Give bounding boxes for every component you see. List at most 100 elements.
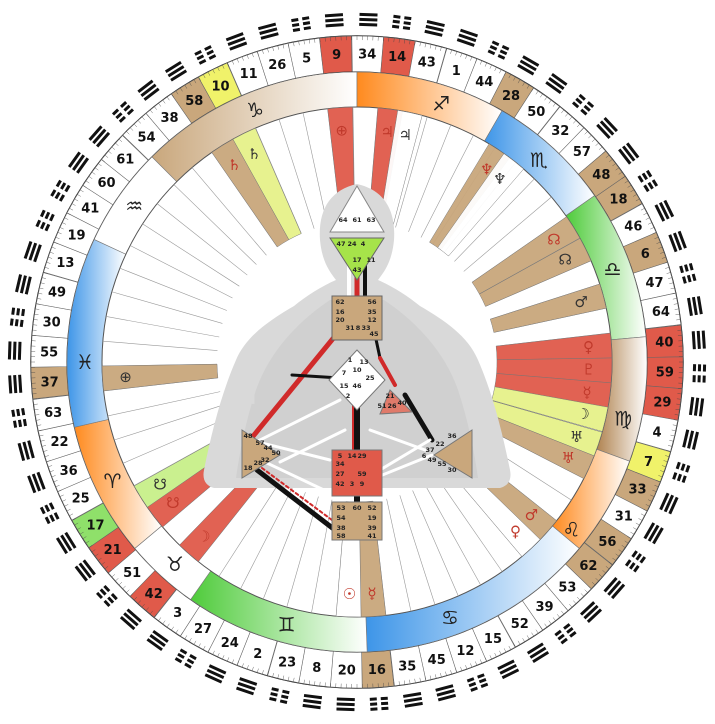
bodygraph-gate-number: 42 [335, 480, 344, 488]
hexagram-icon [336, 697, 355, 712]
hexagram-icon [55, 531, 77, 555]
hexagram-icon [497, 659, 520, 680]
bodygraph-gate-number: 57 [255, 439, 264, 447]
gate-number: 16 [368, 663, 386, 678]
hexagram-icon [672, 461, 691, 483]
ego-center [379, 389, 414, 415]
bodygraph-gate-number: 14 [347, 452, 357, 460]
hexagram-icon [269, 687, 290, 704]
zodiac-sign-icon: ♊ [278, 613, 296, 637]
bodygraph-gate-number: 56 [367, 298, 377, 306]
bodygraph-gate-number: 51 [377, 402, 387, 410]
bodygraph-gate-number: 28 [253, 459, 263, 467]
hexagram-icon [225, 32, 248, 51]
planet-ray [232, 127, 302, 241]
bodygraph-gate-number: 15 [339, 382, 349, 390]
hexagram-icon [692, 364, 707, 383]
gate-number: 25 [72, 491, 90, 506]
gate-number: 4 [652, 425, 661, 440]
planet-symbol-icon: ☋ [153, 476, 166, 494]
bodygraph-gate-number: 18 [243, 464, 253, 472]
bodygraph-gate-number: 21 [385, 392, 395, 400]
hexagram-icon [35, 209, 55, 232]
planet-symbol-icon: ♅ [562, 449, 575, 467]
gate-number: 36 [60, 464, 78, 479]
hexagram-icon [146, 629, 169, 652]
gate-number: 58 [185, 94, 203, 109]
hexagram-icon [580, 601, 603, 623]
hexagram-icon [291, 16, 312, 32]
gate-number: 42 [145, 587, 163, 602]
bodygraph-gate-number: 34 [335, 460, 345, 468]
bodygraph-gate-number: 3 [350, 480, 355, 488]
hexagram-icon [596, 116, 618, 139]
bodygraph-gate-number: 25 [365, 374, 375, 382]
gate-number: 64 [652, 305, 670, 320]
gate-number: 11 [240, 67, 258, 82]
zodiac-sign-icon: ♍ [614, 407, 632, 431]
hexagram-icon [27, 471, 46, 494]
hexagram-icon [603, 576, 626, 600]
gate-number: 19 [67, 228, 85, 243]
hexagram-icon [257, 22, 279, 40]
bodygraph-gate-number: 13 [359, 358, 368, 366]
bodygraph-gate-number: 8 [356, 324, 361, 332]
hexagram-icon [624, 550, 647, 573]
gate-number: 13 [56, 256, 74, 271]
planet-ray [479, 237, 592, 307]
hexagram-icon [119, 608, 143, 631]
bodygraph-gate-number: 22 [435, 440, 444, 448]
hexagram-icon [236, 677, 258, 696]
gate-number: 59 [656, 366, 674, 381]
planet-symbol-icon: ☊ [558, 251, 571, 269]
gate-number: 60 [98, 176, 116, 191]
bodygraph-gate-number: 26 [387, 402, 397, 410]
hexagram-icon [391, 14, 412, 31]
gate-number: 10 [211, 79, 229, 94]
gate-number: 61 [116, 153, 134, 168]
bodygraph-gate-number: 61 [352, 216, 362, 224]
gate-number: 12 [456, 644, 474, 659]
gate-number: 54 [138, 131, 156, 146]
bodygraph-gate-number: 7 [342, 369, 347, 377]
hexagram-icon [174, 648, 197, 669]
planet-symbol-icon: ⊕ [335, 122, 348, 140]
gate-number: 50 [527, 105, 545, 120]
zodiac-sign-icon: ♑ [246, 98, 264, 122]
zodiac-sign-icon: ♌ [562, 517, 580, 541]
gate-number: 30 [43, 315, 61, 330]
gate-number: 37 [41, 375, 59, 390]
hexagram-icon [7, 341, 22, 360]
hexagram-icon [302, 693, 323, 710]
hexagram-icon [8, 374, 23, 394]
gate-number: 39 [535, 600, 553, 615]
planet-symbol-icon: ☿ [367, 585, 376, 603]
bodygraph-gate-number: 12 [367, 316, 376, 324]
gate-number: 38 [160, 111, 178, 126]
hexagram-icon [643, 522, 664, 545]
gate-number: 48 [592, 168, 610, 183]
bodygraph-gate-number: 52 [367, 504, 376, 512]
gate-number: 14 [388, 50, 406, 65]
bodygraph-gate-number: 27 [335, 470, 344, 478]
bodygraph-gate-number: 43 [352, 266, 361, 274]
planet-symbol-icon: ♀ [583, 338, 594, 356]
root-center [331, 501, 383, 541]
planet-symbol-icon: ♂ [574, 293, 587, 311]
planet-symbol-icon: ♅ [570, 428, 583, 446]
hexagram-icon [545, 72, 568, 95]
zodiac-sign-icon: ♒ [125, 194, 143, 218]
head-center [329, 185, 385, 233]
bodygraph-gate-number: 48 [243, 432, 253, 440]
hexagram-icon [687, 296, 703, 317]
zodiac-sign-icon: ♏ [530, 148, 548, 172]
hexagram-icon [67, 151, 90, 174]
solar-plexus-center [433, 429, 473, 479]
gate-number: 35 [398, 659, 416, 674]
gate-number: 26 [268, 58, 286, 73]
gate-number: 27 [194, 622, 212, 637]
gate-number: 40 [655, 336, 673, 351]
gate-number: 63 [44, 406, 62, 421]
